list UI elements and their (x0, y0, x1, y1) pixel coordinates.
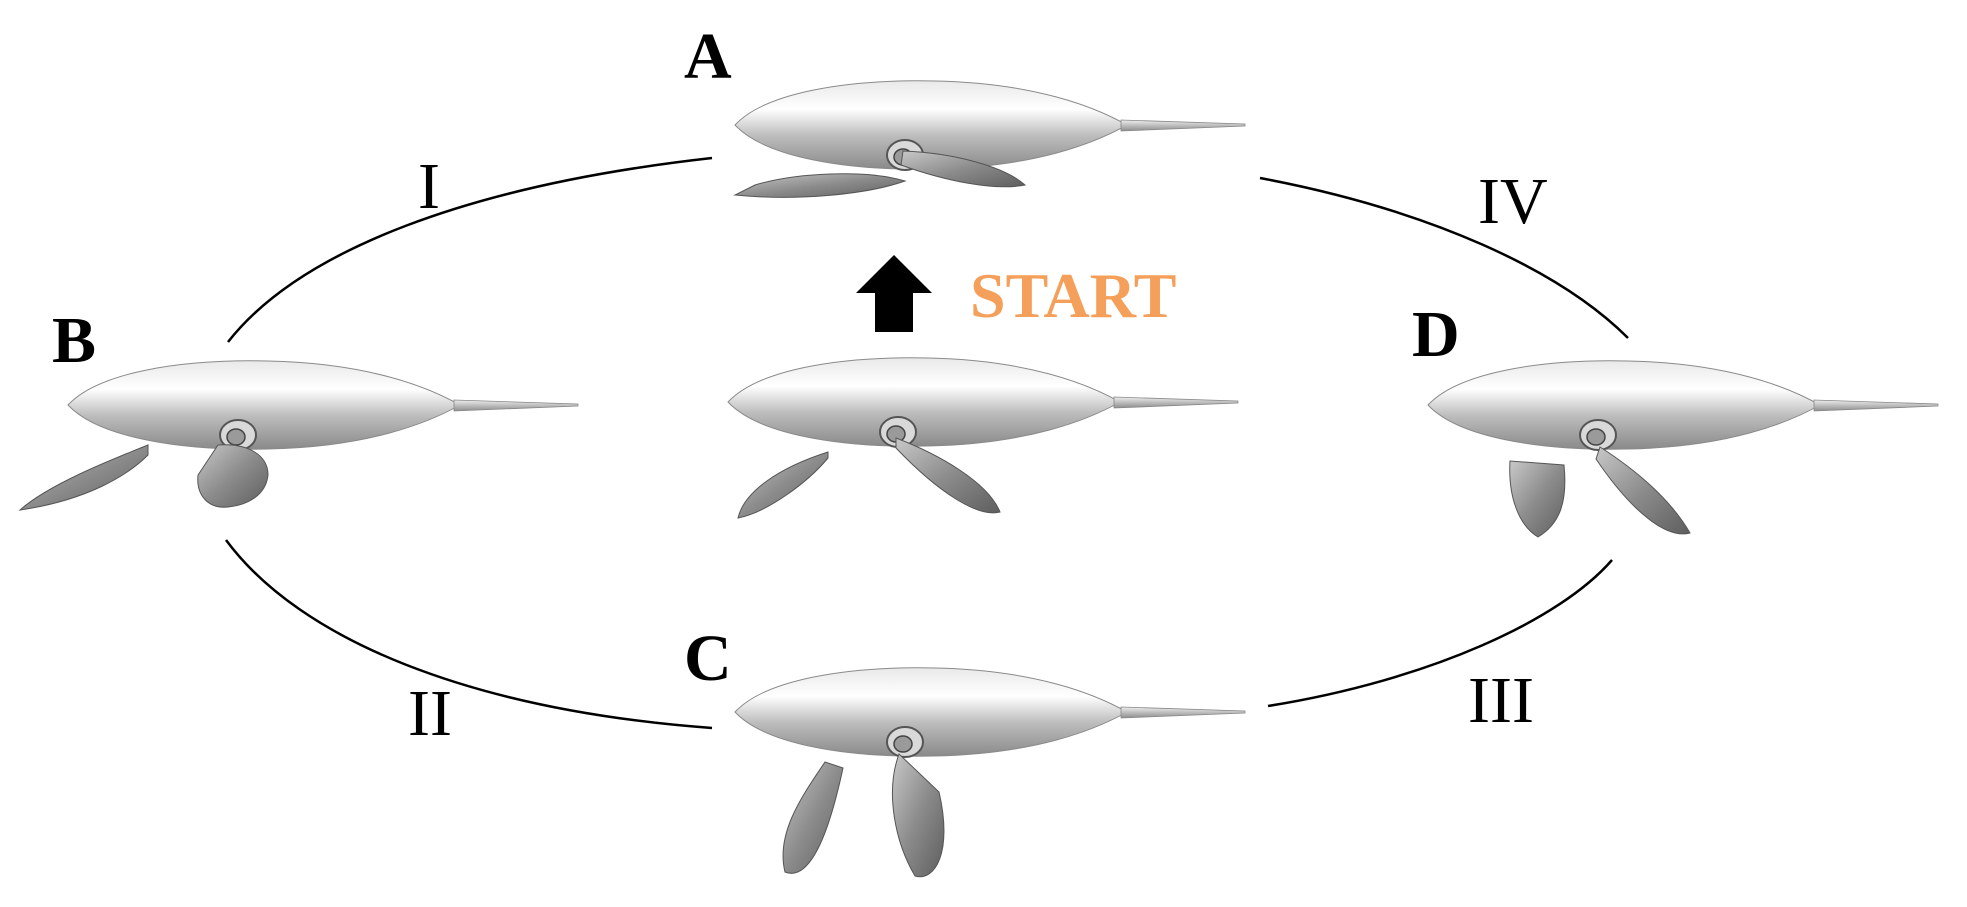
phase-label-1: I (418, 150, 440, 223)
curve-phase-4 (1259, 176, 1629, 339)
vehicle-state-b (18, 359, 579, 511)
start-label: START (970, 260, 1176, 331)
curve-phase-1 (227, 156, 713, 343)
fin-right (197, 444, 269, 508)
phase-label-2: II (408, 677, 452, 750)
curve-phase-2 (224, 539, 713, 730)
state-label-d: D (1412, 298, 1460, 371)
state-label-b: B (52, 304, 96, 377)
phase-label-3: III (1468, 664, 1534, 737)
fin-left (782, 761, 844, 874)
cycle-curves (224, 156, 1629, 730)
state-label-c: C (684, 622, 732, 695)
vehicle-state-d (1427, 359, 1939, 538)
fin-left (737, 451, 829, 519)
fin-right (900, 150, 1027, 188)
fin-right (895, 437, 1001, 514)
fin-right (1595, 446, 1691, 535)
state-label-a: A (684, 20, 732, 93)
up-arrow-icon (856, 255, 932, 332)
fin-left (18, 444, 149, 511)
fin-right (891, 753, 945, 878)
phase-label-4: IV (1478, 165, 1548, 238)
fin-left (1509, 460, 1566, 538)
vehicle-state-c (734, 666, 1246, 878)
curve-phase-3 (1267, 559, 1613, 708)
vehicle-state-a (733, 79, 1246, 198)
vehicle-start (727, 356, 1239, 519)
fin-left (733, 173, 907, 198)
